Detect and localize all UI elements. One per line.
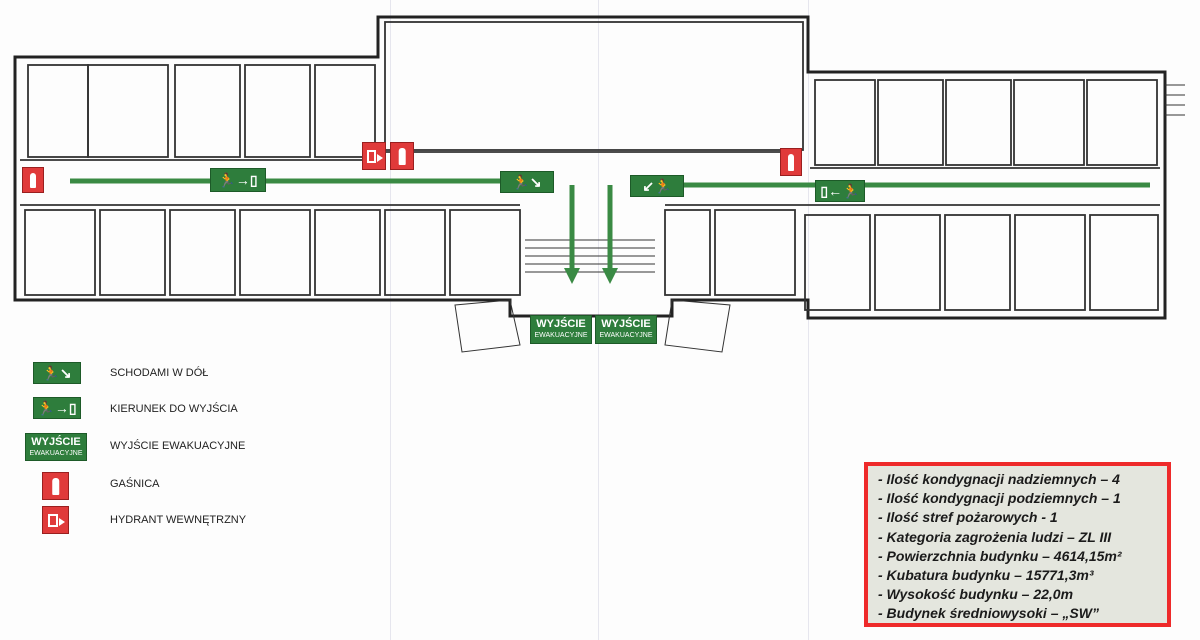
legend-label: WYJŚCIE EWAKUACYJNE xyxy=(110,440,246,452)
exit-sign-line1: WYJŚCIE xyxy=(601,318,651,330)
walls xyxy=(20,21,1160,311)
building-info-box: - Ilość kondygnacji nadziemnych – 4 - Il… xyxy=(864,462,1171,627)
stairs-down-sign-icon: 🏃↘ xyxy=(500,171,554,193)
stairs-down-sign-icon: ↙🏃 xyxy=(630,175,684,197)
legend-label: GAŚNICA xyxy=(110,478,160,490)
info-line: - Powierzchnia budynku – 4614,15m² xyxy=(878,547,1122,564)
info-line: - Kubatura budynku – 15771,3m³ xyxy=(878,567,1094,584)
paper-fold xyxy=(808,0,809,640)
emergency-exit-sign: WYJŚCIE EWAKUACYJNE xyxy=(530,315,592,344)
info-line: - Budynek średniowysoki – „SW” xyxy=(878,605,1099,622)
exit-direction-sign-icon: ▯←🏃 xyxy=(815,180,865,202)
fire-extinguisher-icon xyxy=(42,472,69,500)
legend-label: SCHODAMI W DÓŁ xyxy=(110,367,209,379)
exit-sign-line2: EWAKUACYJNE xyxy=(534,332,588,339)
paper-fold xyxy=(390,0,391,640)
exit-sign-line2: EWAKUACYJNE xyxy=(29,450,83,457)
info-line: - Ilość kondygnacji podziemnych – 1 xyxy=(878,490,1121,507)
arrow-down-icon xyxy=(564,268,580,284)
exit-direction-sign-icon: 🏃→▯ xyxy=(33,397,81,419)
info-line: - Ilość stref pożarowych - 1 xyxy=(878,509,1058,526)
building-outline xyxy=(13,15,1167,320)
exit-direction-sign-icon: 🏃→▯ xyxy=(210,168,266,192)
fire-hydrant-icon xyxy=(362,142,386,170)
exit-sign-line1: WYJŚCIE xyxy=(31,436,81,448)
stairs-down-sign-icon: 🏃↘ xyxy=(33,362,81,384)
info-line: - Wysokość budynku – 22,0m xyxy=(878,586,1074,603)
emergency-exit-sign: WYJŚCIE EWAKUACYJNE xyxy=(595,315,657,344)
fire-extinguisher-icon xyxy=(780,148,802,176)
info-line: - Kategoria zagrożenia ludzi – ZL III xyxy=(878,528,1112,545)
exit-sign-line2: EWAKUACYJNE xyxy=(599,332,653,339)
emergency-exit-sign-icon: WYJŚCIE EWAKUACYJNE xyxy=(25,433,87,461)
fire-hydrant-icon xyxy=(42,506,69,534)
evacuation-routes xyxy=(70,178,1150,284)
stairs xyxy=(454,84,1185,353)
fire-extinguisher-icon xyxy=(22,167,44,193)
legend-label: HYDRANT WEWNĘTRZNY xyxy=(110,514,247,526)
arrow-down-icon xyxy=(602,268,618,284)
fire-extinguisher-icon xyxy=(390,142,414,170)
exit-sign-line1: WYJŚCIE xyxy=(536,318,586,330)
legend-label: KIERUNEK DO WYJŚCIA xyxy=(110,403,238,415)
info-line: - Ilość kondygnacji nadziemnych – 4 xyxy=(878,471,1120,487)
